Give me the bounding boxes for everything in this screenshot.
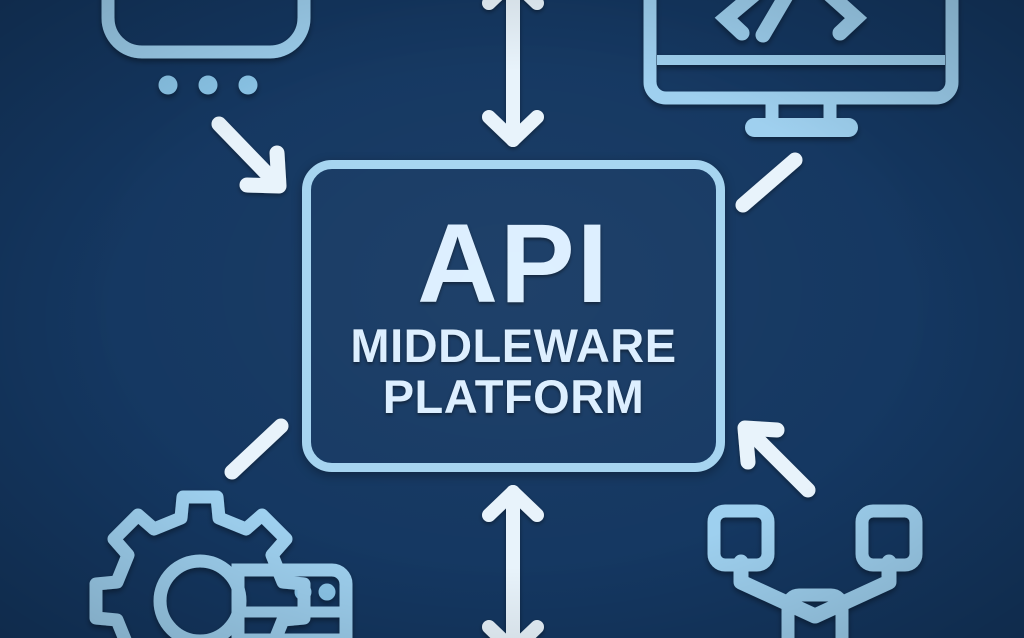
monitor-code-icon (643, 0, 959, 137)
card-subtitle-platform: PLATFORM (382, 369, 645, 423)
device-dot-3 (238, 75, 258, 95)
card-text-block: API MIDDLEWARE PLATFORM (311, 169, 716, 463)
arrow-top-left (211, 116, 287, 194)
gear-icon (89, 490, 311, 638)
network-node-bottom (781, 588, 849, 638)
device-dot-1 (158, 75, 178, 95)
network-nodes-icon (707, 504, 923, 638)
rounded-device-icon (101, 0, 311, 95)
card-subtitle-middleware: MIDDLEWARE (350, 319, 677, 373)
gear-server-icon (89, 490, 353, 638)
api-middleware-card: API MIDDLEWARE PLATFORM (302, 160, 725, 472)
arrow-top-center (482, 0, 544, 147)
arrow-bottom-right (737, 420, 816, 498)
card-title-api: API (417, 201, 610, 327)
line-top-right (735, 152, 803, 213)
server-led-2 (318, 583, 336, 601)
line-bottom-left (224, 418, 289, 480)
code-brackets-glyph (714, 0, 868, 43)
arrow-bottom-center (482, 485, 544, 638)
network-node-right (855, 504, 923, 572)
network-node-left (707, 504, 775, 572)
device-dot-2 (198, 75, 218, 95)
